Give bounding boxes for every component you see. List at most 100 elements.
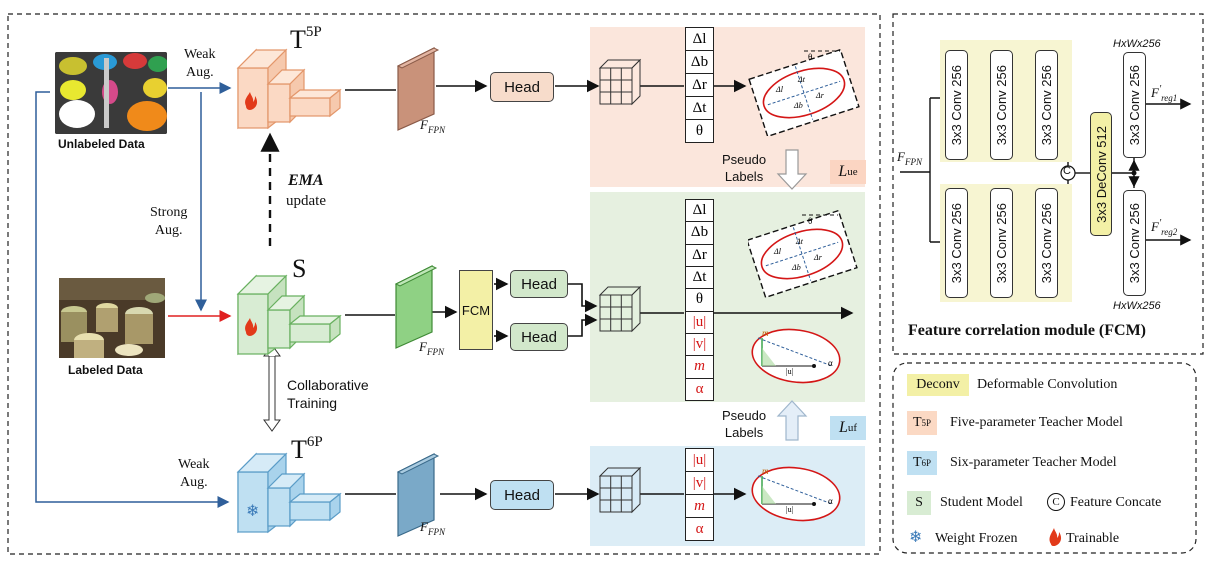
fcm-input-label: FFPN — [897, 149, 922, 167]
legend-concat-text: Feature Concate — [1070, 495, 1162, 510]
labeled-image — [59, 278, 165, 358]
flame-icon — [1049, 528, 1062, 546]
fcm-frame — [892, 13, 1204, 355]
legend-trainable-text: Trainable — [1066, 531, 1120, 546]
param-cell: |u| — [685, 310, 714, 334]
fcm-block: FCM — [459, 270, 493, 350]
obb-top: θ Δl Δt Δr Δb — [748, 48, 860, 136]
svg-text:Δt: Δt — [797, 75, 806, 84]
param-cell: Δt — [685, 96, 714, 120]
collab-arrow — [263, 355, 281, 432]
legend-s-text: Student Model — [940, 495, 1023, 510]
fpn-bot — [396, 453, 440, 537]
param-cell: m — [685, 355, 714, 379]
ellipse-bot: m |u| α — [751, 466, 841, 522]
main-frame — [7, 13, 881, 555]
fpn-top — [396, 47, 440, 131]
param-cell: Δt — [685, 266, 714, 290]
param-cell: Δr — [685, 243, 714, 267]
conv-bot-1: 3x3 Conv 256 — [945, 188, 968, 298]
grid-cube-bot — [598, 466, 642, 514]
svg-text:Δl: Δl — [773, 247, 782, 256]
svg-text:Δr: Δr — [815, 91, 825, 100]
teacher6p-backbone: ❄ — [236, 452, 342, 534]
fcm-panel-title: Feature correlation module (FCM) — [908, 322, 1147, 339]
dims-top: HxWx256 — [1113, 38, 1161, 50]
grid-cube-top — [598, 58, 642, 106]
svg-text:θ: θ — [808, 52, 812, 62]
param-cell: θ — [685, 288, 714, 312]
param-cell: Δl — [685, 27, 714, 51]
param-cell: |u| — [685, 448, 714, 472]
param-cell: α — [685, 377, 714, 401]
svg-text:❄: ❄ — [246, 501, 259, 520]
unlabeled-data-label: Unlabeled Data — [58, 137, 145, 151]
legend-deconv-tag: Deconv — [907, 374, 969, 396]
param-cell: |v| — [685, 333, 714, 357]
svg-text:Δr: Δr — [813, 253, 823, 262]
teacher5p-backbone — [236, 48, 342, 130]
out-reg1: F′reg1 — [1151, 84, 1178, 103]
svg-text:θ: θ — [808, 216, 812, 226]
svg-text:Δl: Δl — [775, 85, 784, 94]
dims-bot: HxWx256 — [1113, 300, 1161, 312]
obb-mid: θ Δl Δt Δr Δb — [748, 210, 858, 299]
fpn-mid — [394, 265, 438, 349]
conv-bot-2: 3x3 Conv 256 — [990, 188, 1013, 298]
ema-label: EMA — [288, 172, 324, 189]
student-backbone — [236, 274, 342, 356]
head-teacher5p: Head — [490, 72, 554, 102]
head-student-2: Head — [510, 323, 568, 351]
out-reg2: F′reg2 — [1151, 218, 1178, 237]
pseudo-up-arrow — [776, 400, 808, 441]
svg-text:m: m — [762, 466, 769, 476]
unlabeled-image — [55, 52, 167, 134]
conv-top-3: 3x3 Conv 256 — [1035, 50, 1058, 160]
param-cell: Δr — [685, 73, 714, 97]
conv-out-2: 3x3 Conv 256 — [1123, 190, 1146, 296]
legend-s-tag: S — [907, 491, 931, 515]
legend-t5p-text: Five-parameter Teacher Model — [950, 415, 1123, 430]
fpn-label-top: FFPN — [420, 117, 445, 135]
conv-out-1: 3x3 Conv 256 — [1123, 52, 1146, 158]
head-teacher6p: Head — [490, 480, 554, 510]
param-cell: m — [685, 494, 714, 518]
conv-top-1: 3x3 Conv 256 — [945, 50, 968, 160]
conv-bot-3: 3x3 Conv 256 — [1035, 188, 1058, 298]
concat-symbol: C — [1063, 165, 1071, 177]
head-student-1: Head — [510, 270, 568, 298]
legend-deconv-text: Deformable Convolution — [977, 377, 1118, 392]
legend-frame — [892, 362, 1197, 554]
legend-frozen-text: Weight Frozen — [935, 531, 1018, 546]
teacher6p-label: T6P — [291, 434, 323, 464]
svg-text:|u|: |u| — [786, 367, 793, 376]
param-cell: Δb — [685, 50, 714, 74]
legend-t6p-text: Six-parameter Teacher Model — [950, 455, 1117, 470]
svg-text:Δb: Δb — [793, 101, 803, 110]
fpn-label-mid: FFPN — [419, 339, 444, 357]
svg-text:α: α — [828, 358, 833, 368]
teacher5p-label: T5P — [290, 24, 322, 54]
svg-text:α: α — [828, 496, 833, 506]
legend-concat-symbol: C — [1047, 493, 1065, 511]
ema-update-label: update — [286, 193, 326, 209]
svg-text:Δb: Δb — [791, 263, 801, 272]
left-bus — [35, 91, 230, 508]
ellipse-mid: m |u| α — [751, 328, 841, 384]
param-cell: Δb — [685, 221, 714, 245]
svg-text:Δt: Δt — [795, 237, 804, 246]
fpn-label-bot: FFPN — [420, 519, 445, 537]
